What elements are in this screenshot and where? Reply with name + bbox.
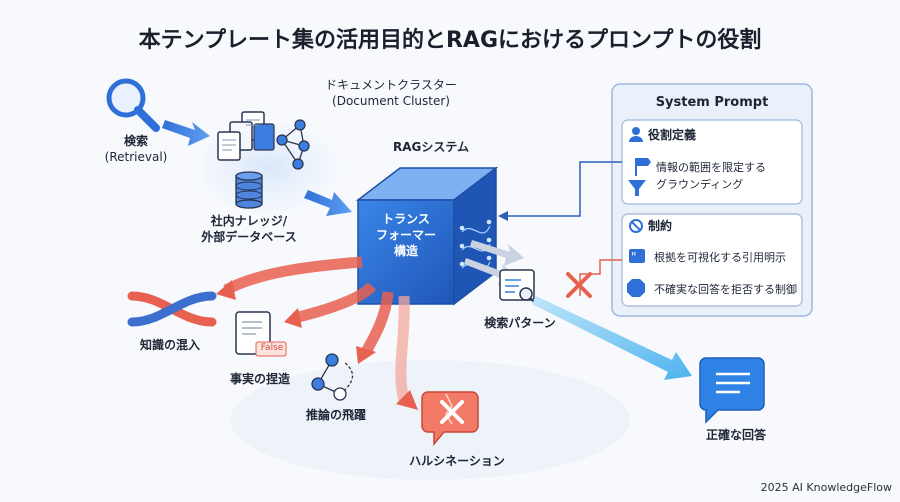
search-pattern-icon — [499, 269, 537, 305]
quote-icon: " — [629, 249, 645, 264]
knowledge-label-line2: 外部データベース — [201, 230, 297, 244]
failure-arrows — [216, 256, 418, 410]
retrieval-label-jp: 検索 — [123, 134, 148, 148]
retrieval-label-en: (Retrieval) — [104, 150, 168, 164]
fabrication-label: 事実の捏造 — [229, 372, 290, 386]
network-graph-icon — [276, 119, 310, 170]
accurate-answer-label: 正確な回答 — [705, 428, 766, 442]
cube-label-line1: トランス — [382, 212, 430, 226]
retrieval-arrow — [162, 120, 210, 146]
knowledge-label-line1: 社内ナレッジ/ — [210, 214, 288, 228]
constraint-item-1: 根拠を可視化する引用明示 — [654, 251, 786, 264]
no-entry-icon — [629, 219, 643, 233]
false-tag: False — [260, 343, 284, 353]
reasoning-leap-icon — [311, 353, 354, 401]
database-icon — [235, 171, 263, 209]
block-x-icon — [566, 272, 592, 298]
knowledge-mixing-label: 知識の混入 — [139, 338, 200, 352]
constraint-item-2: 不確実な回答を拒否する制御 — [654, 283, 797, 296]
cluster-label-en: (Document Cluster) — [332, 94, 450, 108]
prompt-to-rag-connector — [498, 161, 622, 221]
document-stack-icon — [217, 111, 275, 161]
footer-credit: 2025 AI KnowledgeFlow — [760, 481, 892, 494]
signpost-icon — [635, 158, 651, 176]
magnifier-icon — [106, 78, 160, 132]
answer-bubble-icon — [699, 357, 765, 424]
rag-system-label: RAGシステム — [392, 140, 470, 154]
cluster-to-rag-arrow — [304, 190, 352, 216]
role-item-1: 情報の範囲を限定する — [656, 161, 766, 174]
hallucination-label: ハルシネーション — [409, 454, 505, 468]
svg-text:": " — [631, 250, 637, 264]
cube-label-line2: フォーマー — [375, 228, 436, 242]
cluster-label-jp: ドキュメントクラスター — [325, 78, 457, 92]
twisted-strands-icon — [127, 291, 217, 327]
hallucination-bubble-icon — [421, 391, 479, 447]
constraint-heading: 制約 — [648, 219, 673, 233]
filter-icon — [628, 180, 646, 196]
page-title: 本テンプレート集の活用目的とRAGにおけるプロンプトの役割 — [138, 28, 762, 53]
role-heading: 役割定義 — [648, 128, 697, 142]
system-prompt-title: System Prompt — [655, 95, 769, 110]
false-document-icon — [235, 311, 287, 357]
search-pattern-label: 検索パターン — [484, 316, 556, 330]
reasoning-leap-label: 推論の飛躍 — [305, 408, 366, 422]
person-icon — [629, 127, 643, 142]
stop-octagon-icon — [627, 279, 645, 297]
cube-label-line3: 構造 — [393, 244, 418, 258]
role-item-2: グラウンディング — [656, 178, 744, 191]
accurate-answer-arrow — [532, 296, 692, 380]
